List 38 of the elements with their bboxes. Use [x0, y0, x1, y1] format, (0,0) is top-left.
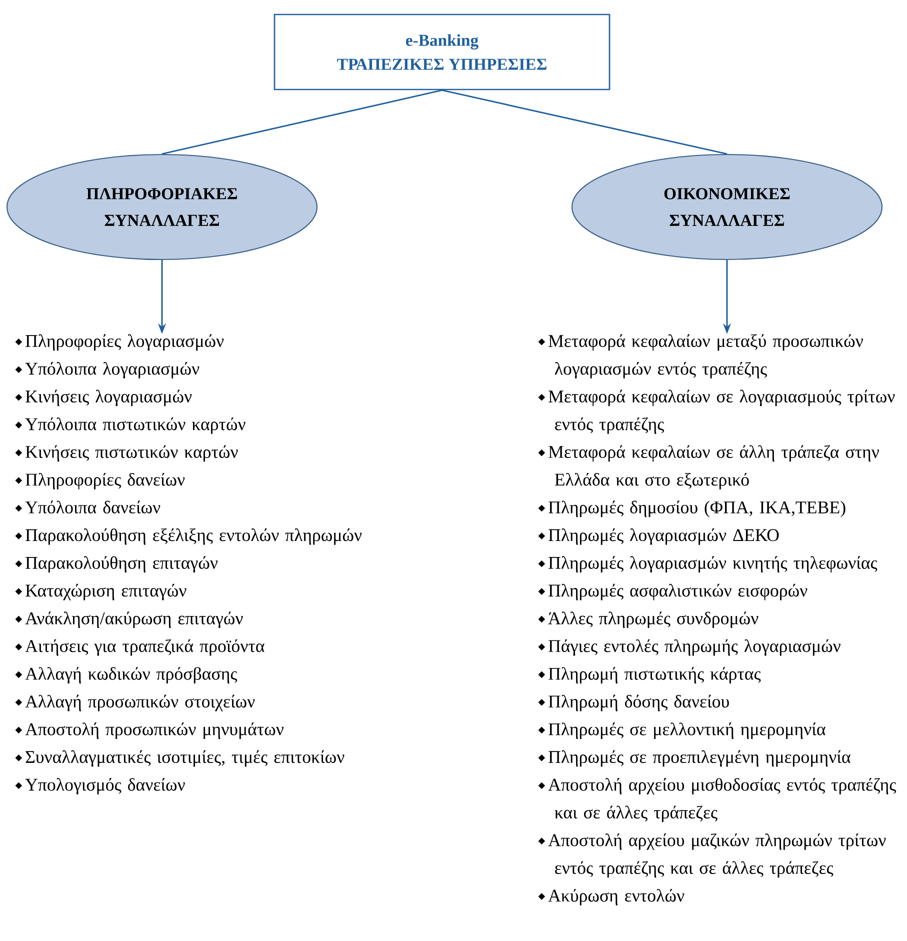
list-item: Παρακολούθηση επιταγών — [26, 556, 218, 573]
list-item: Πληρωμή δόσης δανείου — [548, 694, 729, 712]
list-item: Ανάκληση/ακύρωση επιταγών — [25, 612, 243, 628]
list-item: Μεταφορά κεφαλαίων σε άλλη τράπεζα στην Ελλάδα και στο εξωτερικό — [548, 445, 880, 490]
list-item: Αιτήσεις για τραπεζικά προϊόντα — [25, 639, 264, 656]
list-item: Ακύρωση εντολών — [548, 888, 684, 906]
list-item: Υπόλοιπα πιστωτικών καρτών — [25, 417, 246, 434]
list-item: Αποστολή αρχείου μισθοδοσίας εντός τραπέζης και σε άλλες τράπεζες — [548, 778, 896, 822]
connector-line — [442, 89, 728, 155]
bullet-list — [15, 334, 362, 794]
list-item: Αλλαγή κωδικών πρόσβασης — [25, 667, 238, 684]
list-item: Συναλλαγματικές ισοτιμίες, τιμές επιτοκίων — [26, 750, 344, 767]
list-item: Υπόλοιπα λογαριασμών — [25, 362, 200, 378]
list-item: Πληρωμές ασφαλιστικών εισφορών — [548, 584, 808, 600]
list-item: Αποστολή αρχείου μαζικών πληρωμών τρίτων εντός τραπέζης και σε άλλες τράπεζες — [548, 833, 886, 878]
title-box: e-Banking ΤΡΑΠΕΖΙΚΕΣ ΥΠΗΡΕΣΙΕΣ — [274, 14, 610, 90]
list-item: Πληροφορίες λογαριασμών — [26, 334, 224, 351]
list-item: Αποστολή προσωπικών μηνυμάτων — [25, 722, 284, 739]
list-item: Μεταφορά κεφαλαίων μεταξύ προσωπικών λογαριασμών εντός τραπέζης — [548, 334, 863, 378]
list-item: Πληρωμές δημοσίου (ΦΠΑ, ΙΚΑ,ΤΕΒΕ) — [548, 500, 846, 518]
list-item: Πληρωμές σε προεπιλεγμένη ημερομηνία — [548, 750, 850, 767]
list-item: Πληρωμές σε μελλοντική ημερομηνία — [548, 722, 826, 739]
bullet-list — [538, 334, 896, 906]
list-item: Άλλες πληρωμές συνδρομών — [548, 612, 758, 628]
list-item: Πληρωμή πιστωτικής κάρτας — [548, 667, 761, 684]
list-item: Παρακολούθηση εξέλιξης εντολών πληρωμών — [26, 528, 362, 545]
list-item: Πάγιες εντολές πληρωμής λογαριασμών — [548, 639, 840, 656]
list-item: Πληρωμές λογαριασμών κινητής τηλεφωνίας — [548, 556, 878, 573]
list-item: Καταχώριση επιταγών — [26, 584, 186, 600]
list-item: Κινήσεις λογαριασμών — [26, 390, 192, 406]
list-item: Κινήσεις πιστωτικών καρτών — [26, 445, 238, 462]
list-item: Πληρωμές λογαριασμών ΔΕΚΟ — [548, 528, 779, 545]
connector-line — [162, 89, 442, 155]
list-item: Μεταφορά κεφαλαίων σε λογαριασμούς τρίτων εντός τραπέζης — [548, 390, 895, 434]
list-item: Αλλαγή προσωπικών στοιχείων — [25, 694, 255, 712]
list-item: Υπολογισμός δανείων — [25, 778, 185, 794]
list-item: Υπόλοιπα δανείων — [25, 500, 160, 514]
list-item: Πληροφορίες δανείων — [26, 472, 185, 490]
